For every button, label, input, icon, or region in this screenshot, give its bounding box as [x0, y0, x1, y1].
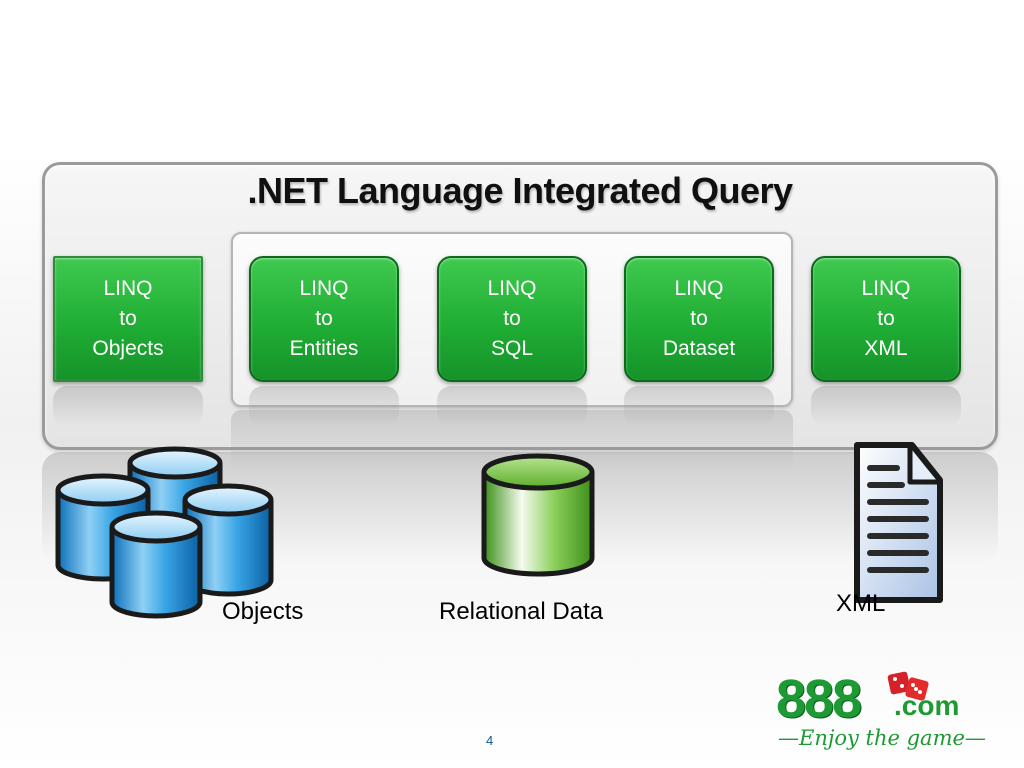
target-label: Objects: [92, 337, 164, 360]
page-number: 4: [486, 733, 494, 748]
database-cylinder-icon: [109, 510, 203, 619]
relational-data-label: Relational Data: [439, 598, 604, 625]
brand-logo-888: 888: [776, 669, 862, 729]
xml-label: XML: [836, 590, 886, 617]
linq-to-sql-box: LINQ to SQL: [437, 256, 587, 382]
to-label: to: [503, 307, 521, 330]
linq-to-entities-box: LINQ to Entities: [249, 256, 399, 382]
box-reflection: [811, 386, 961, 426]
database-cylinder-icon: [481, 453, 595, 577]
brand-logo-com: .com: [894, 690, 960, 721]
target-label: Dataset: [662, 337, 736, 360]
linq-to-xml-box: LINQ to XML: [811, 256, 961, 382]
box-reflection: [624, 386, 774, 426]
to-label: to: [690, 307, 708, 330]
xml-document-icon: [854, 442, 943, 603]
box-reflection: [249, 386, 399, 426]
relational-database-icon: [481, 453, 595, 577]
linq-label: LINQ: [487, 277, 537, 300]
target-label: Entities: [289, 337, 359, 360]
linq-label: LINQ: [861, 277, 911, 300]
slide-title: .NET Language Integrated Query: [247, 170, 793, 211]
objects-label: Objects: [222, 598, 304, 625]
linq-label: LINQ: [103, 277, 153, 300]
objects-database-icon: [55, 446, 274, 619]
dice-icon: [887, 671, 929, 701]
linq-to-objects-box: LINQ to Objects: [53, 256, 203, 382]
to-label: to: [315, 307, 333, 330]
brand-tagline: —Enjoy the game—: [778, 726, 986, 750]
linq-to-dataset-box: LINQ to Dataset: [624, 256, 774, 382]
target-label: SQL: [490, 337, 534, 360]
box-reflection: [53, 386, 203, 426]
box-reflection: [437, 386, 587, 426]
database-cylinder-icon: [182, 483, 274, 597]
linq-label: LINQ: [299, 277, 349, 300]
to-label: to: [119, 307, 137, 330]
target-label: XML: [864, 337, 908, 360]
to-label: to: [877, 307, 895, 330]
linq-label: LINQ: [674, 277, 724, 300]
